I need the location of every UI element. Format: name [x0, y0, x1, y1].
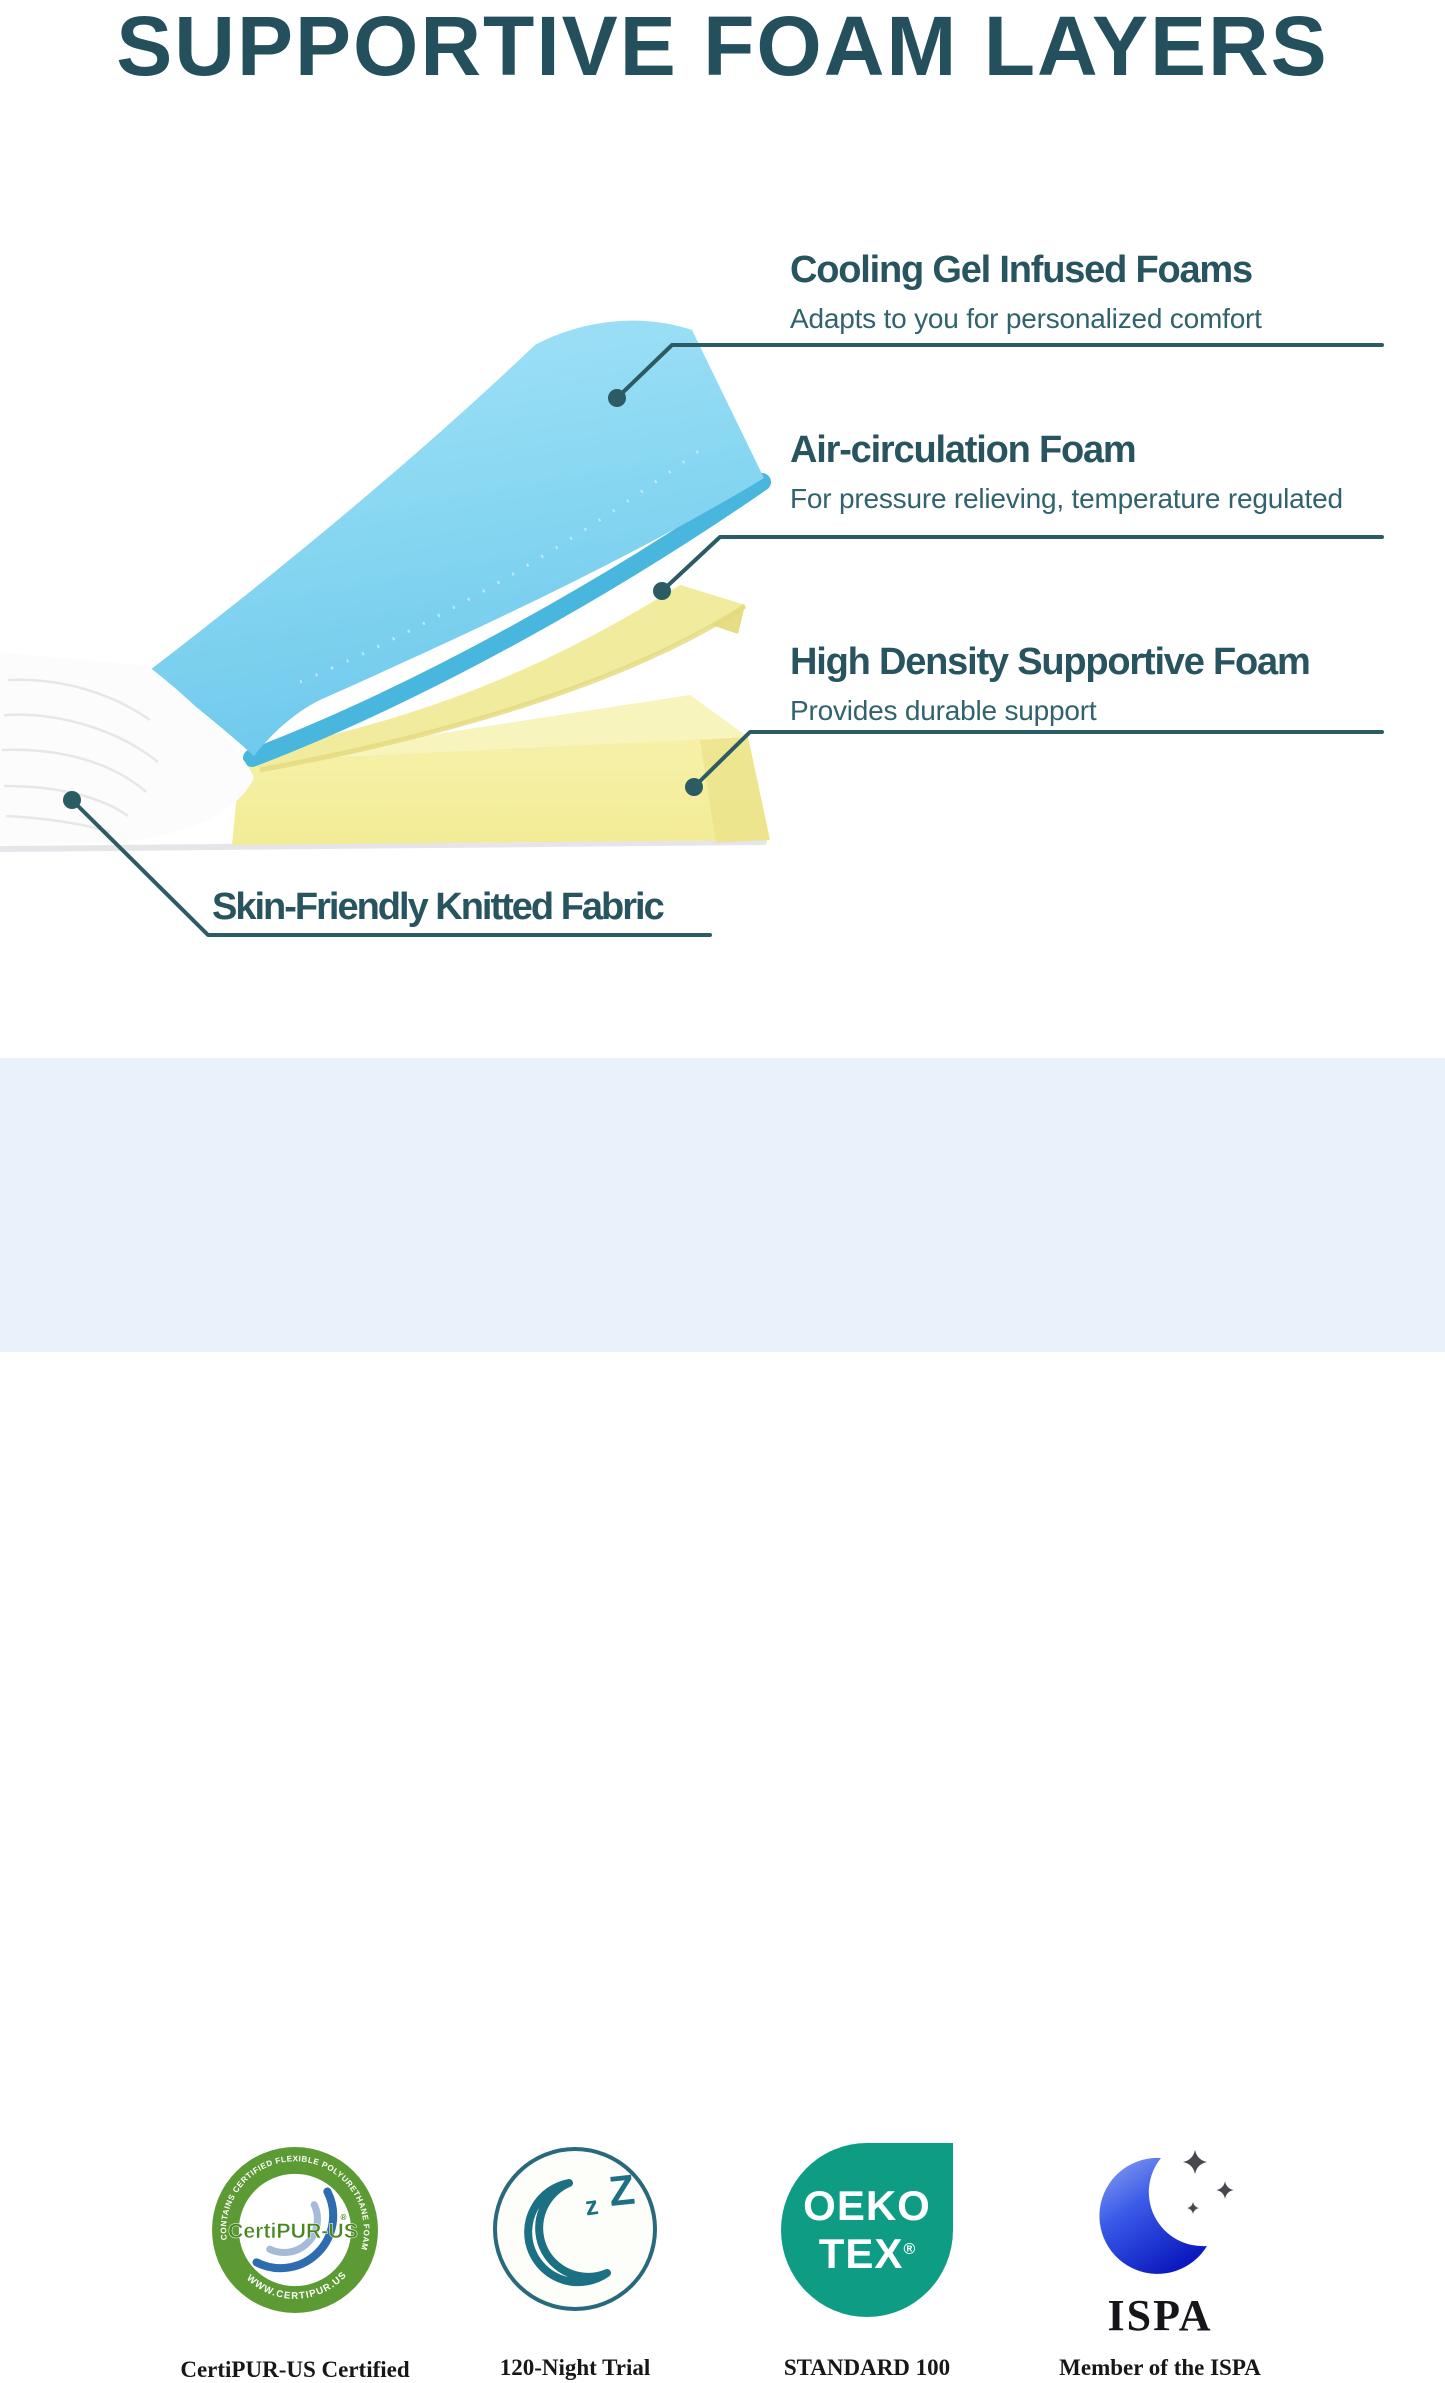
leader-dots [63, 389, 703, 809]
callout-description: Provides durable support [790, 695, 1097, 726]
dot-air-foam [653, 582, 671, 600]
callout-air-circulation: Air-circulation Foam For pressure reliev… [790, 428, 1343, 516]
certipur-seal-icon: CONTAINS CERTIFIED FLEXIBLE POLYURETHANE… [212, 2147, 378, 2313]
page-title: SUPPORTIVE FOAM LAYERS [116, 0, 1329, 93]
oeko-line2: TEX® [818, 2230, 916, 2277]
badge-certipur: CONTAINS CERTIFIED FLEXIBLE POLYURETHANE… [170, 2145, 420, 2383]
mattress-layers-illustration [0, 320, 771, 852]
badge-label: 120-Night Trial [499, 2355, 651, 2380]
badge-oeko-tex: OEKO TEX® STANDARD 100 [756, 2143, 978, 2381]
svg-text:CertiPUR-US: CertiPUR-US [228, 2219, 358, 2243]
sparkle-stars [1182, 2149, 1234, 2215]
callout-title: Air-circulation Foam [790, 429, 1137, 471]
fabric-cover-graphic [0, 652, 254, 846]
registered-mark: ® [903, 2241, 916, 2258]
dot-base-foam [685, 778, 703, 796]
callout-high-density: High Density Supportive Foam Provides du… [790, 640, 1311, 728]
gel-foam-graphic [150, 320, 771, 767]
svg-text:Z: Z [607, 2165, 637, 2214]
air-foam-graphic [250, 585, 747, 773]
oeko-icon-wrap: OEKO TEX® [781, 2143, 953, 2355]
callout-title: Skin-Friendly Knitted Fabric [212, 886, 665, 928]
dot-gel-foam [608, 389, 626, 407]
callout-description: For pressure relieving, temperature regu… [790, 483, 1343, 514]
oeko-line1: OEKO [803, 2182, 931, 2229]
leader-air-foam [660, 535, 1384, 593]
callout-knitted-fabric: Skin-Friendly Knitted Fabric [212, 885, 665, 929]
certipur-icon-wrap: CONTAINS CERTIFIED FLEXIBLE POLYURETHANE… [210, 2145, 380, 2357]
leader-base-foam [692, 730, 1384, 789]
certification-band: CONTAINS CERTIFIED FLEXIBLE POLYURETHANE… [0, 1058, 1445, 2382]
mattress-shadow [0, 839, 767, 852]
svg-text:®: ® [341, 2213, 347, 2222]
ispa-icon-wrap: ISPA [1075, 2140, 1245, 2355]
badge-night-trial: z Z 120-Night Trial [462, 2143, 688, 2381]
callout-cooling-gel: Cooling Gel Infused Foams Adapts to you … [790, 248, 1262, 336]
ispa-crescent-icon [1099, 2149, 1234, 2274]
sleep-moon-icon: z Z [493, 2147, 657, 2311]
badge-ispa: ISPA Member of the ISPA [1035, 2140, 1285, 2381]
badge-label: CertiPUR-US Certified [180, 2357, 410, 2382]
night-trial-icon-wrap: z Z [489, 2143, 661, 2355]
oeko-tex-drop-icon: OEKO TEX® [781, 2143, 953, 2317]
callout-description: Adapts to you for personalized comfort [790, 303, 1262, 334]
callout-title: Cooling Gel Infused Foams [790, 249, 1253, 291]
base-foam-graphic [232, 695, 770, 845]
callout-title: High Density Supportive Foam [790, 641, 1311, 683]
dot-fabric [63, 791, 81, 809]
badge-label: STANDARD 100 [783, 2355, 951, 2380]
badge-label: Member of the ISPA [1059, 2355, 1261, 2380]
ispa-wordmark: ISPA [1107, 2291, 1213, 2340]
